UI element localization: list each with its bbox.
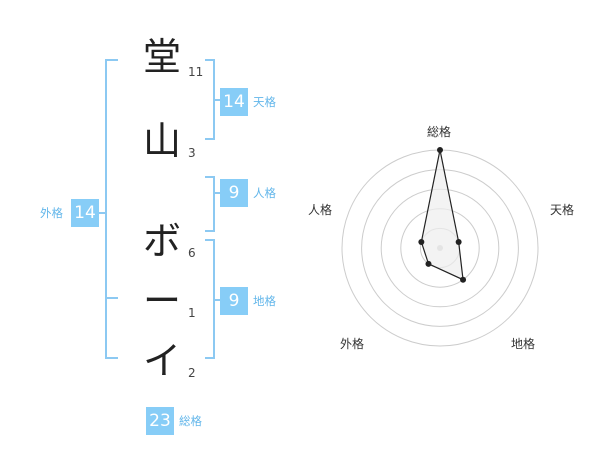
stroke-count-4: 1	[188, 306, 196, 320]
radar-point	[418, 238, 425, 245]
soukaku-label: 総格	[179, 414, 202, 428]
radar-point	[455, 238, 462, 245]
name-char-4: ー	[142, 279, 181, 323]
name-char-3: ボ	[142, 219, 181, 263]
tenkaku-value: 14	[220, 88, 248, 116]
gaikaku-bracket	[98, 59, 118, 359]
soukaku-value: 23	[146, 407, 174, 435]
radar-point	[460, 276, 467, 283]
stroke-count-2: 3	[188, 146, 196, 160]
chikaku-label: 地格	[253, 294, 276, 308]
jinkaku-bracket	[205, 176, 220, 232]
radar-label-chikaku: 地格	[511, 337, 536, 351]
jinkaku-label: 人格	[253, 186, 276, 200]
radar-label-soukaku: 総格	[427, 125, 452, 139]
stroke-count-3: 6	[188, 246, 196, 260]
jinkaku-value: 9	[220, 179, 248, 207]
radar-label-gaikaku: 外格	[340, 337, 365, 351]
name-char-2: 山	[142, 119, 181, 163]
radar-label-jinkaku: 人格	[308, 203, 333, 217]
radar-point	[425, 260, 432, 267]
gaikaku-label: 外格	[40, 206, 63, 220]
chikaku-bracket	[205, 239, 220, 359]
gaikaku-value: 14	[71, 199, 99, 227]
name-char-5: イ	[142, 339, 181, 383]
name-char-1: 堂	[142, 35, 181, 79]
stroke-count-5: 2	[188, 366, 196, 380]
stroke-count-1: 11	[188, 65, 204, 79]
radar-polygon	[420, 149, 464, 281]
chikaku-value: 9	[220, 287, 248, 315]
tenkaku-bracket	[205, 59, 220, 140]
radar-point	[437, 147, 443, 153]
radar-label-tenkaku: 天格	[550, 203, 575, 217]
tenkaku-label: 天格	[253, 95, 276, 109]
radar-chart	[341, 147, 539, 347]
